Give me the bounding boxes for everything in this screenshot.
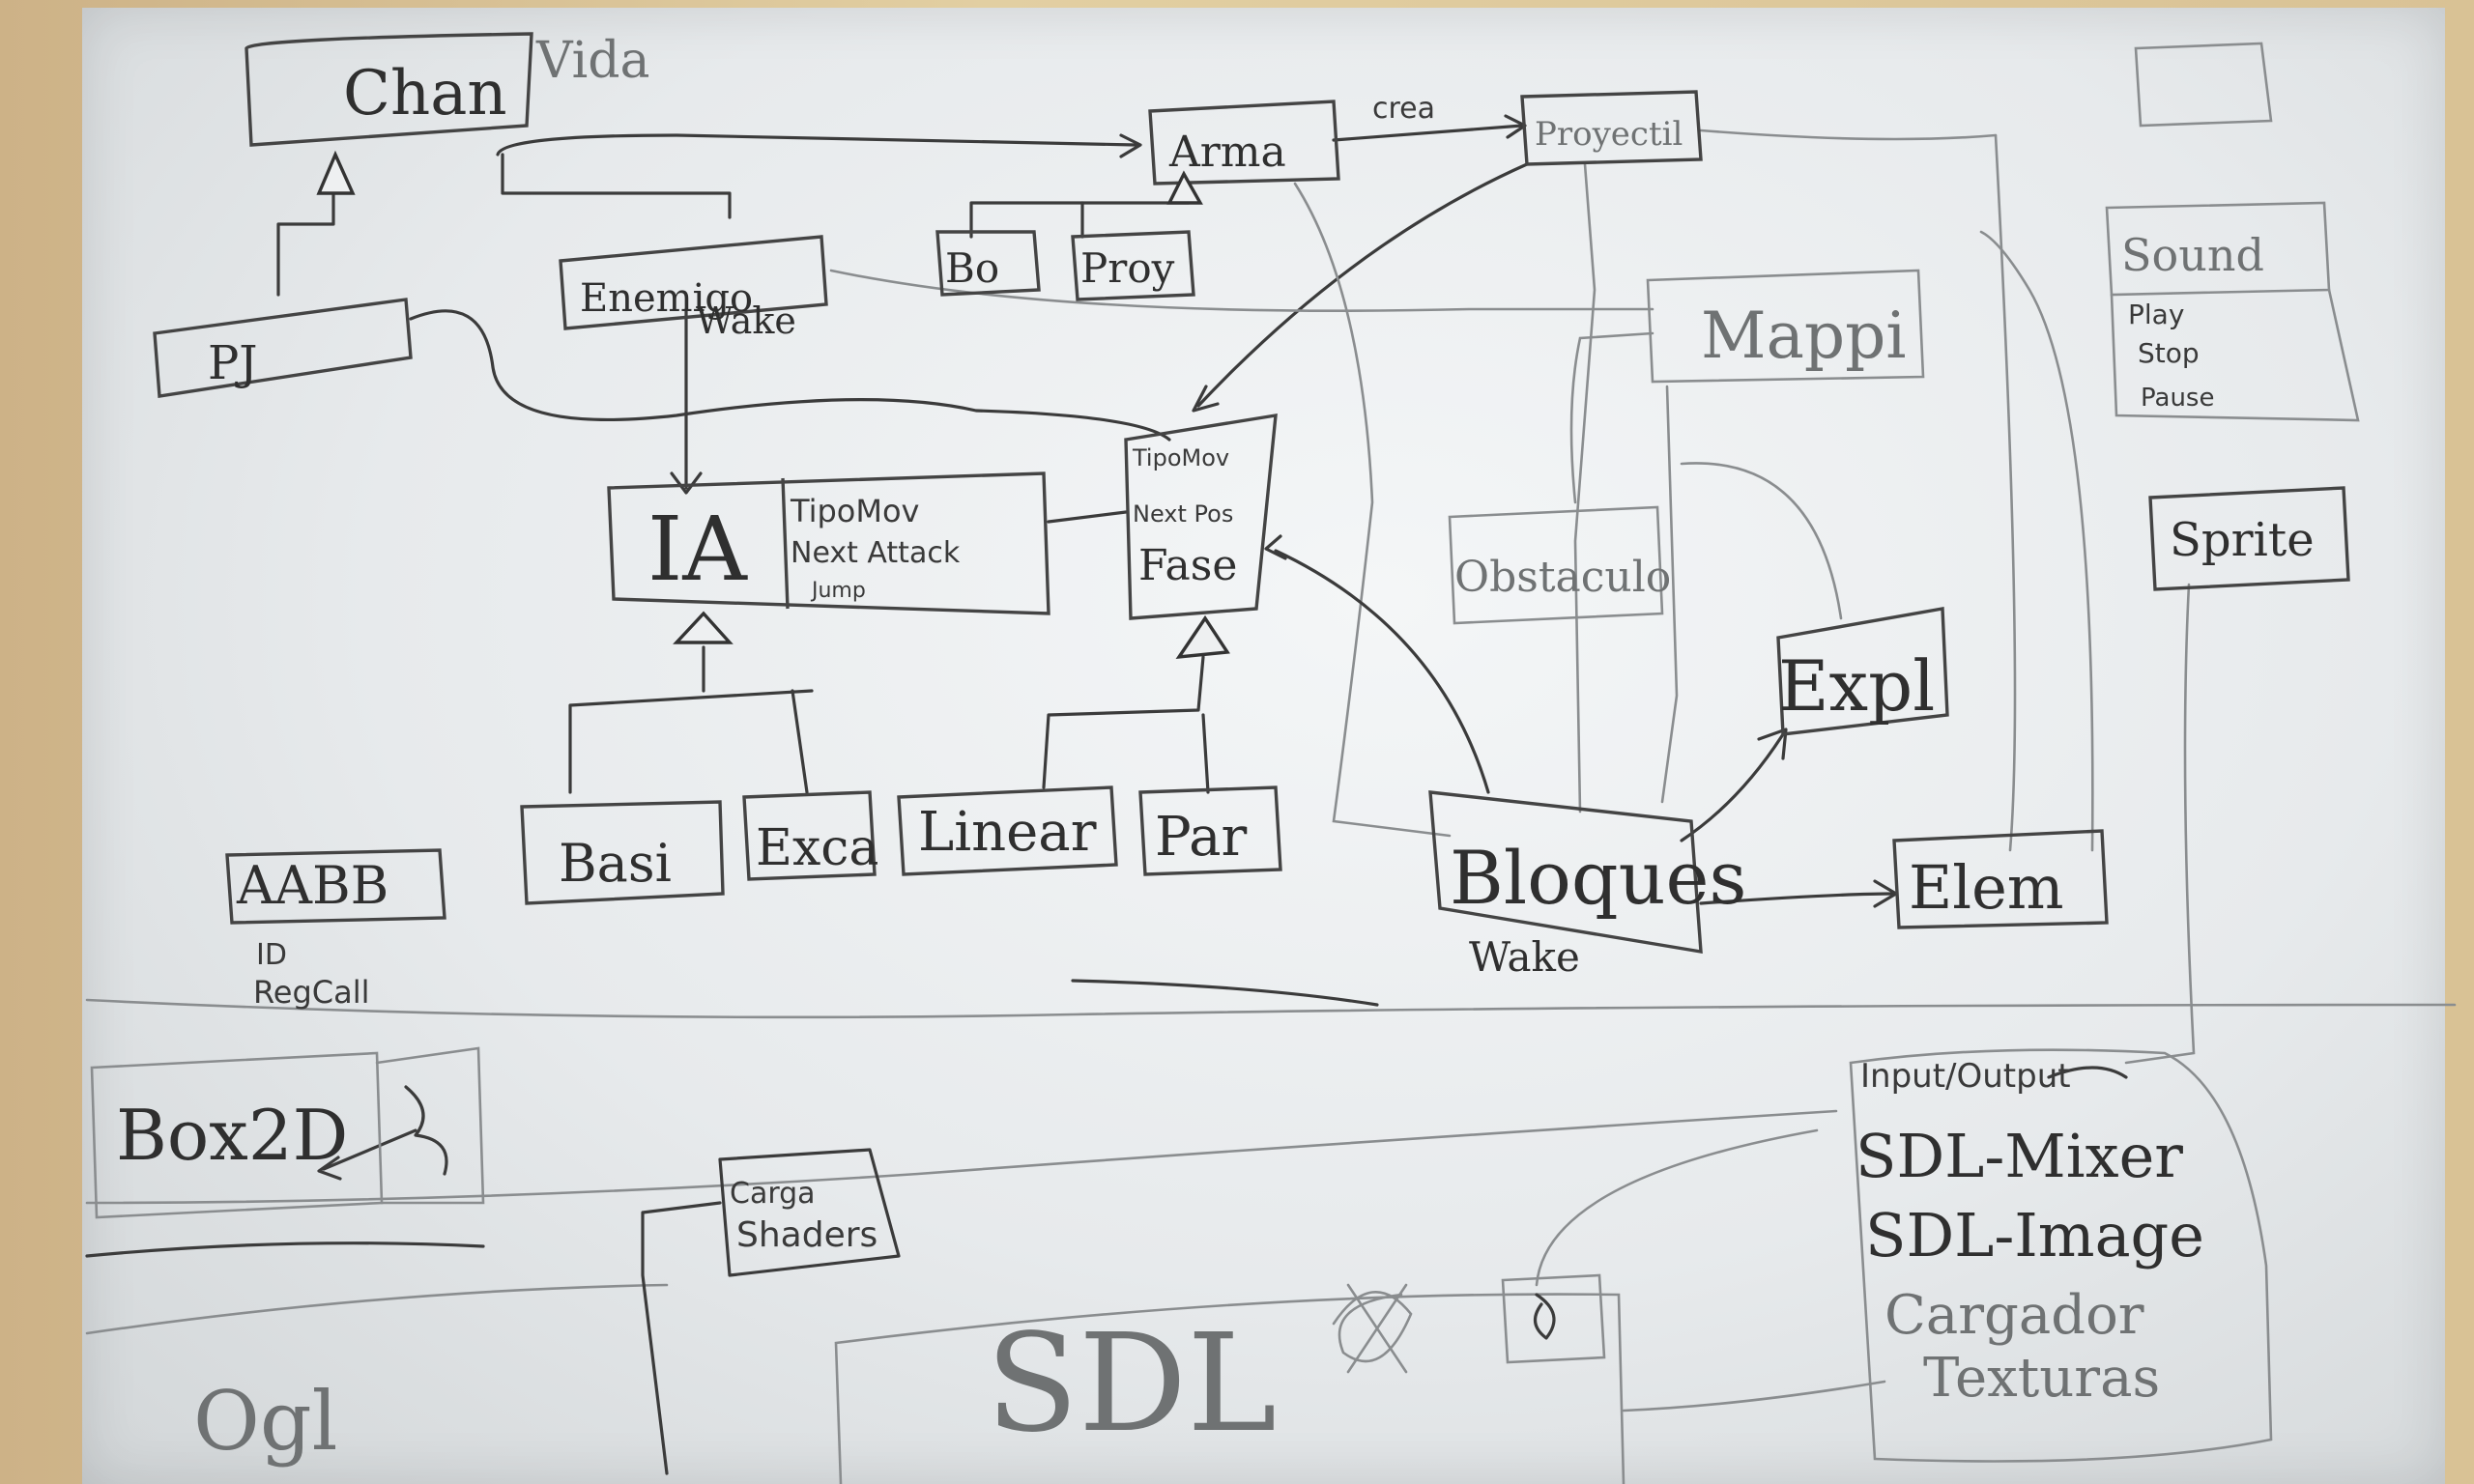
ia-label: IA: [647, 498, 748, 601]
expl-label: Expl: [1778, 645, 1935, 727]
sound-op-3: Pause: [2141, 384, 2214, 413]
elem-box: [1892, 829, 2109, 929]
tipomov-attr-2: Fase: [1138, 541, 1237, 590]
par-label: Par: [1155, 806, 1248, 869]
arma-box: [1148, 100, 1340, 186]
sound-op-2: Stop: [2138, 337, 2200, 369]
whiteboard: [82, 8, 2445, 1484]
sprite-box: [2148, 486, 2350, 591]
tipomov-box: [1124, 413, 1278, 620]
cargador-label: Cargador: [1884, 1284, 2144, 1347]
enemigo-wake-label: Wake: [696, 300, 796, 342]
aabb-attr-1: ID: [256, 938, 287, 972]
tipomov-inherits-arrow: [1175, 614, 1230, 660]
aabb-attr-2: RegCall: [253, 974, 370, 1011]
proyectil-box: [1520, 90, 1703, 166]
pj-box: [153, 298, 413, 398]
proy-label: Proy: [1080, 244, 1175, 292]
mappi-box: [1646, 269, 1925, 384]
enemigo-box: [559, 235, 828, 330]
connectors: [85, 114, 2457, 1484]
elem-label: Elem: [1909, 852, 2064, 923]
tipomov-attr-1: Next Pos: [1133, 500, 1233, 528]
basi-label: Basi: [559, 833, 672, 894]
enemigo-label: Enemigo: [580, 276, 753, 321]
pj-label: PJ: [208, 336, 258, 390]
sound-op-1: Play: [2128, 299, 2184, 330]
par-box: [1138, 785, 1282, 876]
bloques-box: [1428, 790, 1703, 955]
ia-inherits-arrow: [673, 611, 734, 644]
arma-inherits-arrow: [1166, 170, 1203, 205]
carga-shaders-box: [718, 1148, 901, 1277]
proy-box: [1071, 230, 1195, 301]
doodles: [404, 1066, 2128, 1374]
ogl-label: Ogl: [193, 1374, 338, 1469]
chan-label: Chan: [343, 58, 507, 129]
pj-inherits-arrow: [316, 150, 356, 195]
bloques-label: Bloques: [1450, 835, 1747, 921]
aabb-label: AABB: [236, 855, 388, 916]
exca-box: [742, 790, 877, 881]
obstaculo-label: Obstaculo: [1454, 553, 1671, 602]
texturas-label: Texturas: [1923, 1347, 2160, 1410]
ia-attr-2: Next Attack: [791, 536, 961, 570]
input-output-label: Input/Output: [1860, 1057, 2071, 1096]
labels: Chan Vida PJ Enemigo Wake Arma crea Proy…: [116, 32, 2315, 1469]
linear-box: [897, 785, 1118, 876]
arma-label: Arma: [1168, 128, 1286, 177]
exca-label: Exca: [756, 819, 878, 877]
crea-label: crea: [1372, 92, 1435, 126]
sdl-icon-box: [1501, 1273, 1606, 1364]
basi-box: [520, 800, 725, 905]
sdl-label: SDL: [986, 1305, 1277, 1463]
sprite-label: Sprite: [2170, 513, 2315, 567]
bo-box: [935, 230, 1041, 297]
ia-attr-1: TipoMov: [790, 493, 919, 529]
aabb-box: [225, 848, 446, 925]
bloques-wake-label: Wake: [1469, 933, 1580, 981]
ia-attr-3: Jump: [810, 579, 866, 603]
sdl-image-label: SDL-Image: [1865, 1200, 2204, 1270]
sound-label: Sound: [2121, 229, 2264, 281]
shaders-label: Shaders: [736, 1215, 877, 1255]
atom-doodle: [1332, 1290, 1413, 1363]
bo-label: Bo: [945, 244, 999, 292]
ia-box: [607, 471, 1050, 615]
linear-label: Linear: [918, 801, 1097, 864]
expl-box: [1776, 606, 1949, 736]
proyectil-label: Proyectil: [1535, 115, 1683, 154]
obstaculo-box: [1448, 505, 1664, 625]
scribble-doodle: [404, 1085, 448, 1176]
class-boxes: [90, 32, 2360, 1364]
sdl-mixer-label: SDL-Mixer: [1856, 1121, 2183, 1191]
box2d-label: Box2D: [116, 1095, 348, 1176]
chan-box: [245, 32, 533, 147]
mappi-label: Mappi: [1701, 299, 1907, 373]
tipomov-label: TipoMov: [1132, 444, 1229, 471]
vida-label: Vida: [535, 32, 650, 90]
carga-label: Carga: [730, 1177, 816, 1211]
